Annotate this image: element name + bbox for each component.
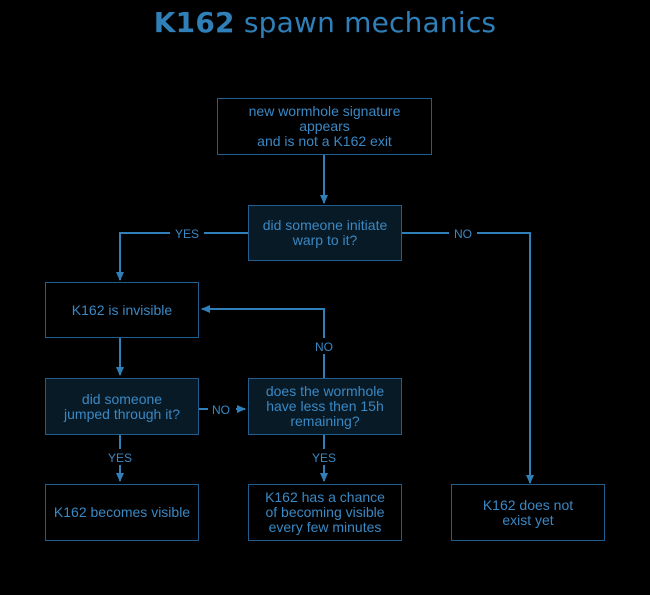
invisible-node: K162 is invisible bbox=[45, 282, 199, 338]
title-k162: K162 bbox=[153, 6, 235, 39]
warp-question-node: did someone initiate warp to it? bbox=[248, 205, 402, 261]
edge-label-time-no: NO bbox=[315, 340, 333, 354]
connector-time-no bbox=[201, 305, 325, 378]
edge-label-warp-yes: YES bbox=[175, 227, 199, 241]
edge-label-jump-yes: YES bbox=[108, 451, 132, 465]
chance-node: K162 has a chance of becoming visible ev… bbox=[248, 484, 402, 541]
label-bg-warp-yes bbox=[170, 225, 204, 241]
label-bg-jump-yes bbox=[103, 449, 137, 465]
edge-label-warp-no: NO bbox=[454, 227, 472, 241]
time-question-node: does the wormhole have less then 15h rem… bbox=[248, 378, 402, 435]
label-bg-time-no bbox=[310, 338, 338, 354]
edge-label-time-yes: YES bbox=[312, 451, 336, 465]
title-rest: spawn mechanics bbox=[243, 6, 497, 39]
label-bg-jump-no bbox=[208, 401, 236, 417]
visible-node: K162 becomes visible bbox=[45, 484, 199, 541]
connector-warp-no bbox=[401, 232, 534, 484]
not-exist-node: K162 does not exist yet bbox=[451, 484, 605, 541]
jump-question-node: did someone jumped through it? bbox=[45, 378, 199, 435]
diagram-title: K162 spawn mechanics bbox=[0, 6, 650, 39]
label-bg-time-yes bbox=[307, 449, 341, 465]
edge-label-jump-no: NO bbox=[212, 403, 230, 417]
label-bg-warp-no bbox=[449, 225, 477, 241]
start-node: new wormhole signature appears and is no… bbox=[217, 98, 432, 155]
connector-warp-yes bbox=[116, 232, 249, 281]
